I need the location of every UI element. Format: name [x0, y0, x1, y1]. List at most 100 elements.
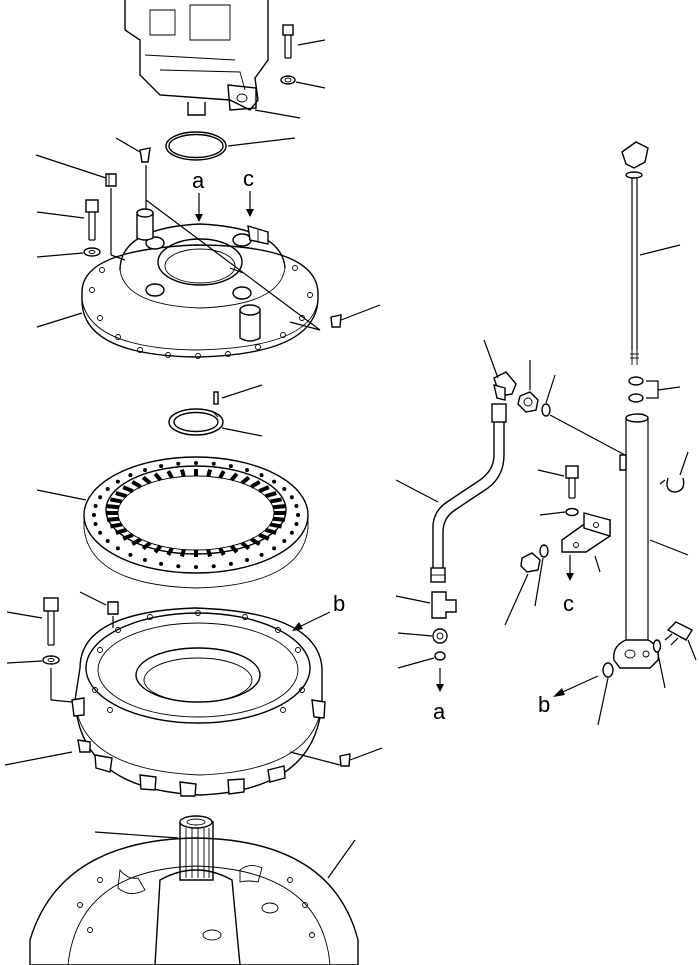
bolt-left	[85, 199, 99, 241]
ring-gear-hole	[289, 495, 294, 500]
leader	[36, 489, 87, 501]
flange-o-ring	[602, 662, 614, 678]
ring-gear-hole	[259, 552, 264, 557]
gear-tooth	[110, 497, 123, 504]
gear-tooth	[166, 470, 174, 479]
ring-gear-hole	[105, 487, 110, 491]
leader	[35, 154, 107, 179]
leader	[397, 657, 435, 669]
leader	[639, 244, 681, 256]
ref-label-c: c	[243, 166, 254, 191]
leader	[6, 660, 43, 664]
leader	[679, 451, 689, 476]
leader	[115, 137, 141, 153]
ref-label-b: b	[333, 591, 345, 616]
gear-tooth	[106, 504, 120, 510]
gear-tooth	[106, 516, 120, 522]
gear-tooth	[115, 491, 128, 499]
ring-gear-hole	[128, 473, 133, 478]
ring-gear-hole	[282, 539, 287, 543]
leader	[221, 384, 263, 399]
nut-left-lower	[107, 601, 119, 615]
motor-housing	[124, 0, 269, 116]
gear-tooth	[131, 480, 142, 489]
ring-gear-hole	[194, 565, 198, 569]
leader	[349, 747, 383, 761]
bracket-bolt	[565, 465, 579, 499]
bracket-washer	[565, 507, 579, 517]
gear-tooth	[218, 470, 226, 479]
gear-tooth	[269, 497, 282, 504]
gear-tooth	[250, 537, 261, 546]
leader	[594, 555, 601, 573]
ring-gear-hole	[282, 487, 287, 491]
leader	[221, 427, 263, 437]
gear-tooth	[250, 480, 261, 489]
ref-label-b-right: b	[538, 692, 550, 717]
bolt-top	[282, 24, 294, 59]
leader	[289, 321, 321, 331]
leader	[4, 751, 73, 766]
ring-gear-hole	[211, 461, 216, 466]
ring-gear-hole	[143, 467, 147, 472]
flange-holes	[89, 265, 313, 359]
dipstick	[621, 141, 649, 365]
leader	[483, 339, 499, 379]
ring-gear-hole	[245, 467, 249, 472]
leader	[340, 304, 381, 321]
gear-tooth	[131, 537, 142, 546]
ring-gear-hole	[105, 539, 110, 543]
hydraulic-hose	[430, 403, 507, 583]
gear-tooth	[240, 541, 251, 551]
ring-gear-hole	[176, 461, 181, 466]
sun-gear-shaft	[179, 815, 214, 881]
leader	[145, 199, 321, 331]
gear-tooth	[166, 547, 174, 556]
carrier-housing	[71, 607, 326, 797]
fitting-washer	[432, 628, 448, 644]
housing-bolt-holes	[77, 877, 315, 938]
leader	[50, 699, 73, 703]
bracket-nut	[520, 552, 541, 573]
ring-gear-hole	[228, 464, 233, 469]
ref-a-right: a	[433, 668, 446, 724]
elbow-fitting	[493, 371, 517, 401]
ring-gear-hole	[93, 503, 98, 508]
ring-gear-hole	[115, 546, 120, 551]
washer-top	[280, 75, 296, 85]
mounting-bracket	[561, 512, 611, 553]
leader	[539, 511, 566, 516]
ring-gear-hole	[98, 530, 103, 535]
adapter-nut	[517, 391, 539, 413]
ring-gear-hole	[143, 558, 147, 563]
ring-gear-hole	[92, 513, 96, 517]
leader	[94, 831, 179, 839]
leader	[649, 539, 689, 556]
leader	[549, 414, 626, 456]
ring-gear-hole	[176, 564, 181, 569]
leader	[36, 211, 85, 219]
o-ring-small-right	[541, 403, 551, 417]
leader	[646, 380, 681, 399]
ring-gear-hole	[211, 564, 216, 569]
leader	[297, 39, 326, 46]
ring-gear-hole	[272, 479, 277, 484]
ref-c-right: c	[563, 555, 574, 616]
leader	[295, 81, 326, 89]
fitting-o-ring	[434, 651, 446, 661]
screw-right	[330, 314, 342, 328]
ring-gear-hole	[159, 561, 164, 566]
leader	[597, 677, 609, 726]
pin	[213, 391, 219, 405]
gear-tooth	[206, 549, 213, 557]
flange-washer	[652, 639, 662, 653]
ring-gear-hole	[245, 558, 249, 563]
hose-connector	[431, 591, 457, 619]
nut-left	[105, 173, 117, 187]
leader	[687, 639, 697, 661]
ref-c-top: c	[243, 166, 254, 217]
leader	[254, 109, 301, 119]
gear-tooth	[153, 544, 163, 554]
ring-gear-hole	[115, 479, 120, 484]
dipstick-o-rings	[628, 376, 644, 403]
